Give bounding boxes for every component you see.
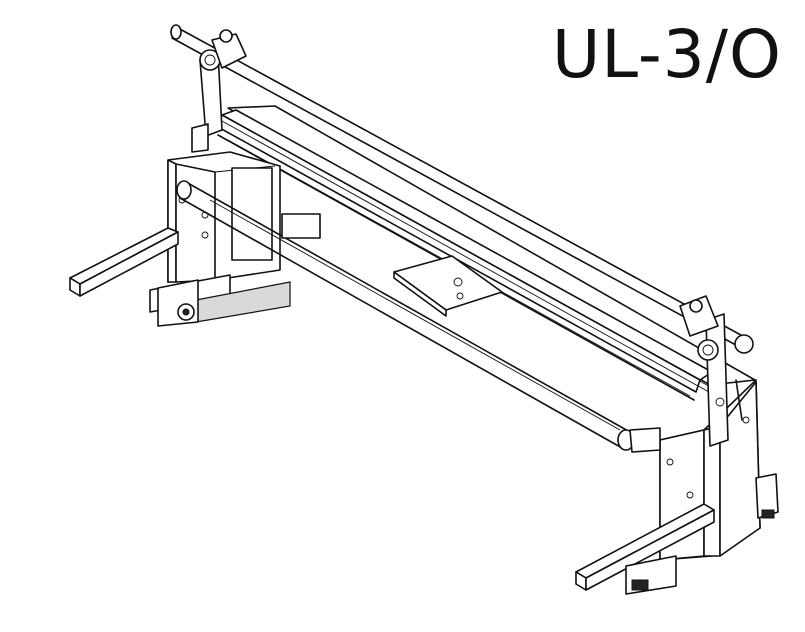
front-roller [176, 180, 631, 449]
centre-plate [281, 213, 503, 317]
right-foot [575, 473, 779, 595]
main-beam [217, 109, 713, 401]
left-foot [69, 227, 291, 327]
left-frame [167, 151, 281, 283]
left-upright [191, 29, 247, 153]
right-roller-end [617, 427, 661, 453]
model-label: UL-3/O [552, 16, 782, 93]
right-upright [679, 295, 754, 447]
top-roller [170, 24, 751, 351]
